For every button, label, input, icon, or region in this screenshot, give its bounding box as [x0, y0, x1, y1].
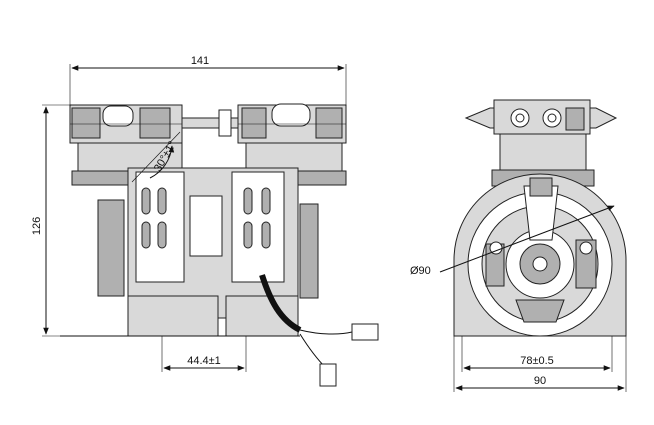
right-valve-head [237, 103, 347, 144]
center-plate [189, 195, 223, 257]
dim-hole-spacing-label: 78±0.5 [520, 355, 554, 367]
dim-foot-spacing: 44.4±1 [161, 336, 247, 372]
left-valve-head [69, 104, 183, 144]
shaft [532, 256, 548, 272]
dim-hole-spacing: 78±0.5 [461, 336, 613, 372]
connecting-tube [181, 117, 239, 129]
right-foot [225, 295, 299, 337]
stator-window-bottom [515, 299, 565, 323]
right-end-cap [299, 203, 319, 299]
wire-terminal [319, 363, 337, 387]
tube-fitting [218, 109, 232, 137]
piston [529, 177, 553, 197]
left-end-cap [97, 199, 125, 297]
side-view [453, 99, 627, 337]
vent-slots [141, 187, 271, 249]
dim-base-width: 90 [453, 336, 627, 392]
dim-foot-spacing-label: 44.4±1 [187, 355, 221, 367]
right-panel [231, 171, 285, 283]
dim-height-label: 126 [31, 217, 43, 235]
dim-flange-diameter-label: Ø90 [410, 265, 431, 277]
side-head [464, 99, 618, 135]
side-cylinder [499, 133, 587, 171]
right-cylinder [245, 142, 343, 172]
dim-overall-width: 141 [69, 55, 347, 106]
front-view [60, 103, 379, 387]
dim-overall-width-label: 141 [191, 55, 209, 67]
dim-base-width-label: 90 [534, 375, 546, 387]
wire-harness [259, 274, 379, 387]
mount-hole-right [579, 241, 593, 255]
dim-flange-diameter: Ø90 [410, 205, 615, 277]
dim-height: 126 [31, 104, 128, 337]
wire-connector [351, 323, 379, 341]
left-foot [127, 295, 219, 337]
